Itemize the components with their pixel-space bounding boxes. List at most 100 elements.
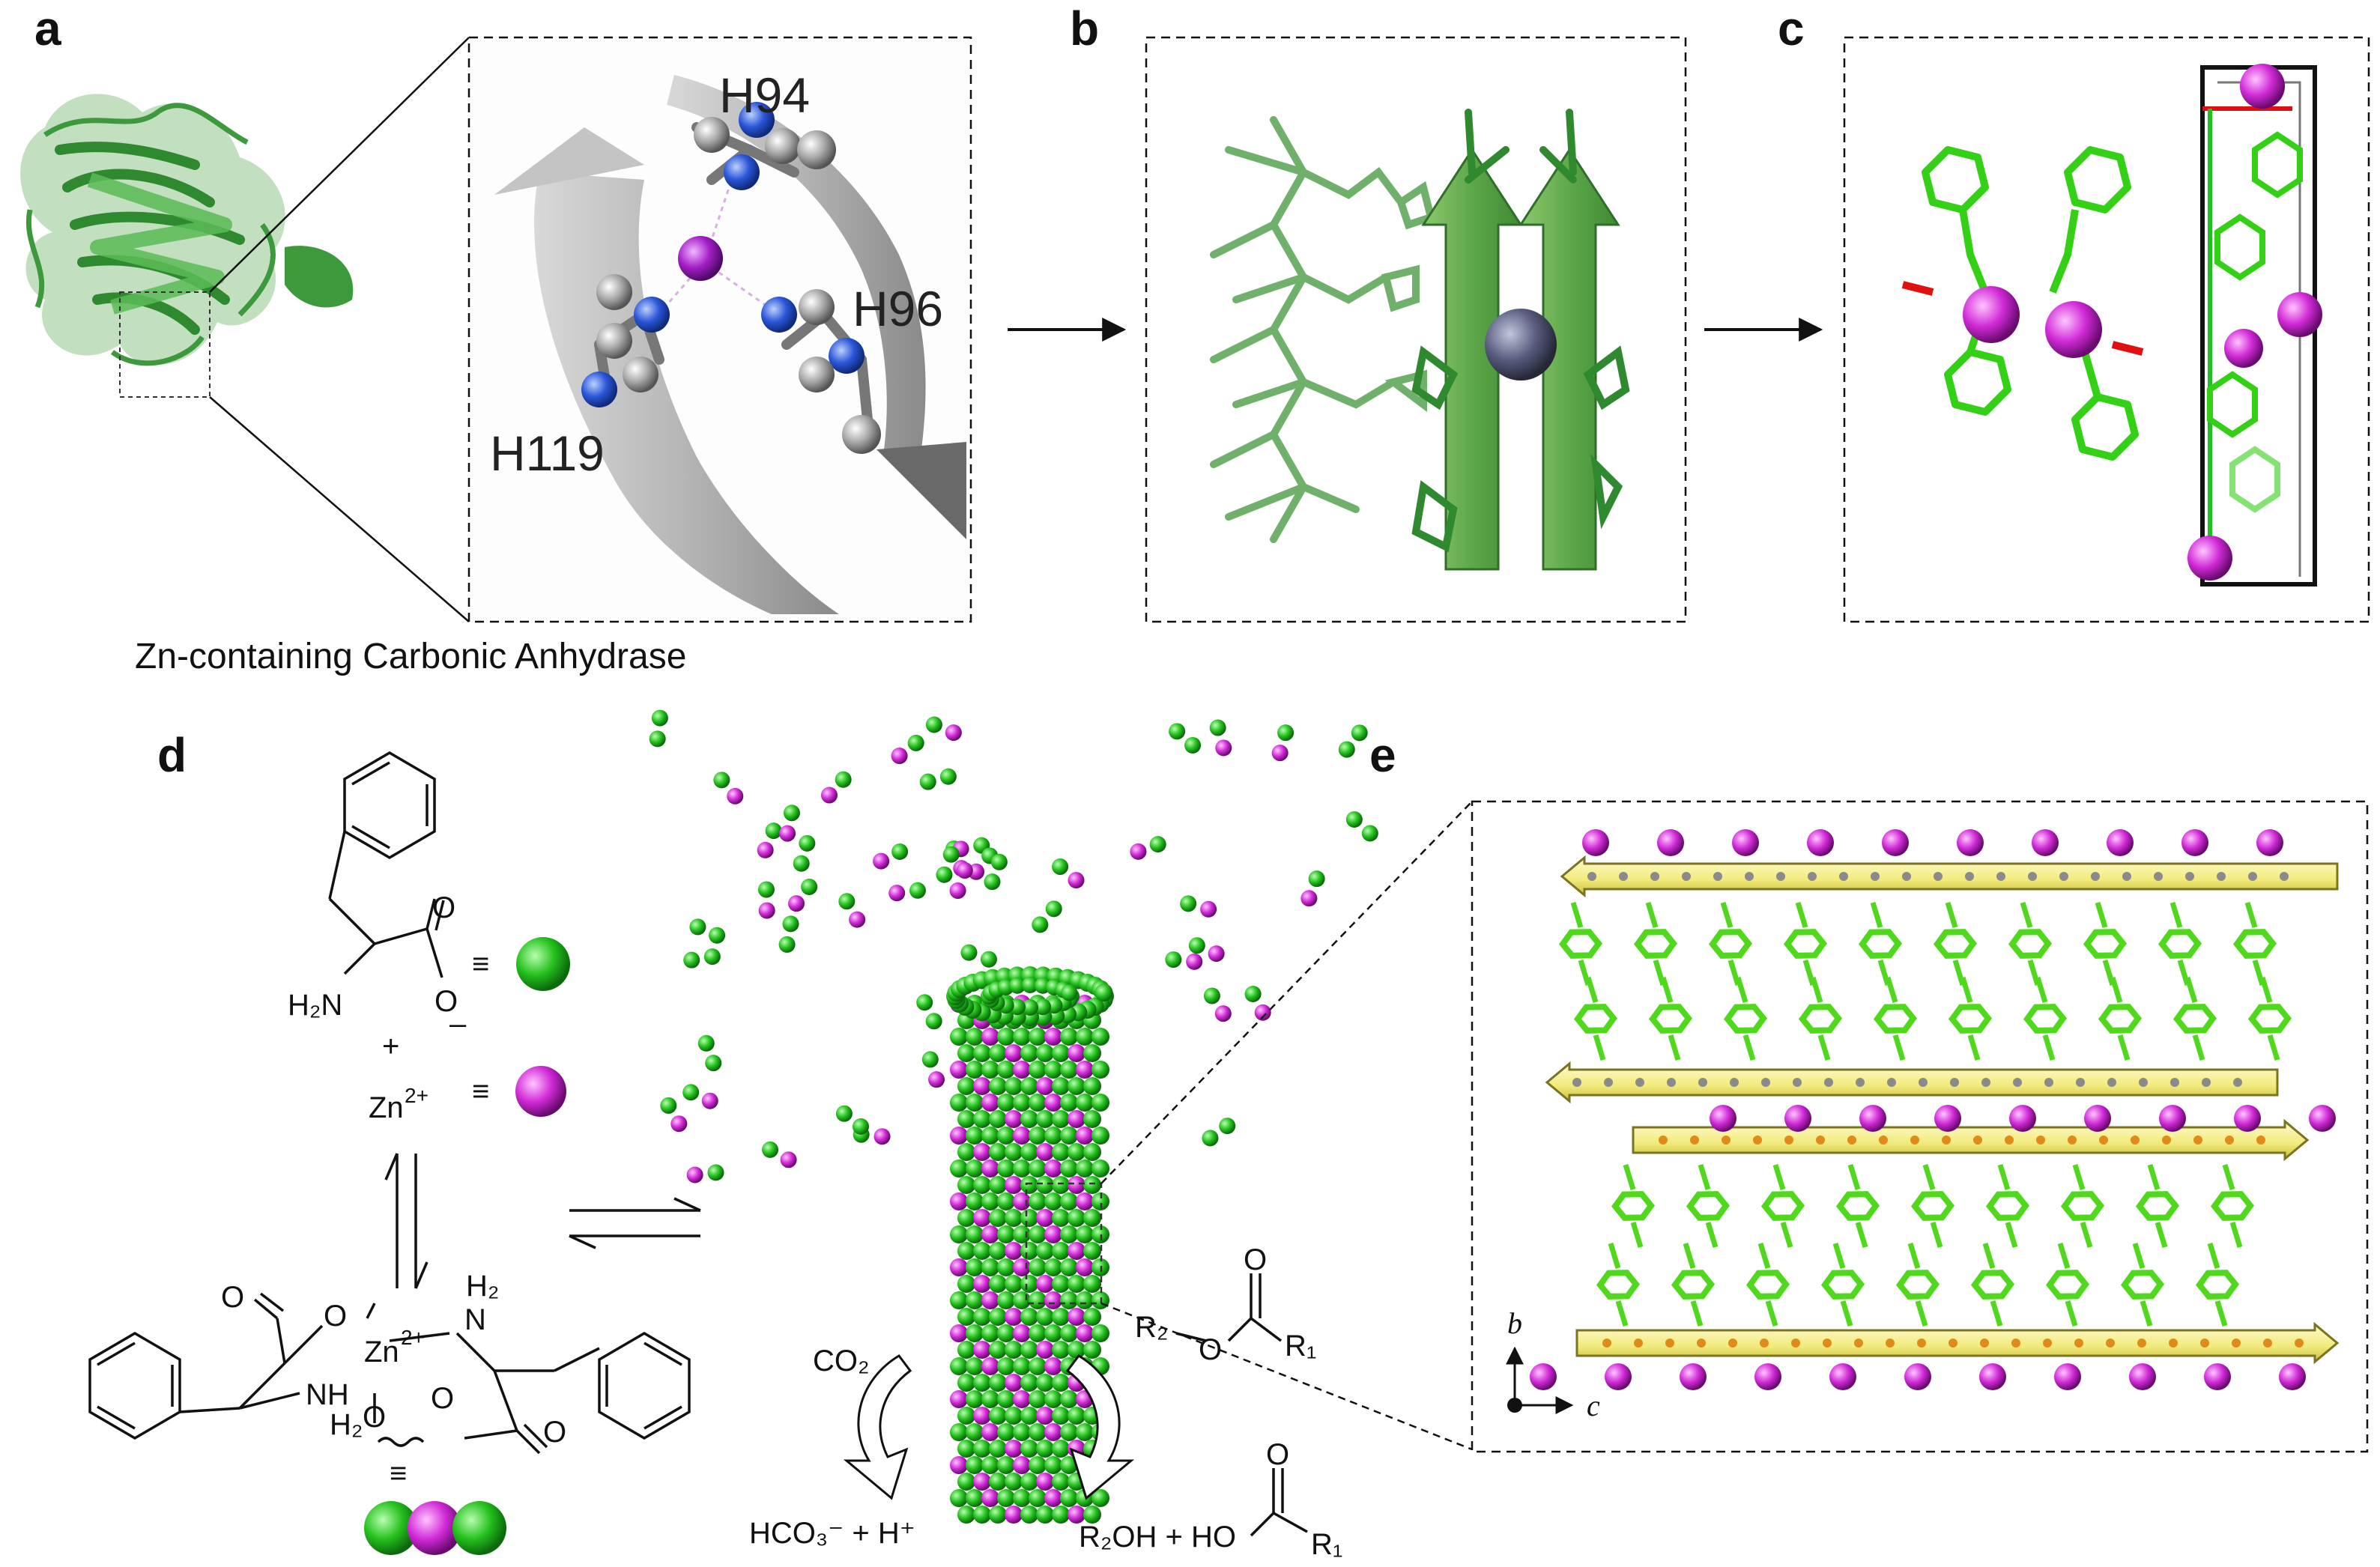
tube-phe-bead: [1029, 1423, 1047, 1441]
scatter-phe-bead: [1180, 895, 1197, 912]
tube-phe-bead: [1060, 1324, 1078, 1342]
tube-phe-bead: [1060, 1390, 1078, 1408]
phenyl-ring: [1783, 929, 1828, 959]
scatter-phe-bead: [799, 834, 816, 852]
backbone-atom: [1634, 1339, 1643, 1348]
tube-phe-bead: [997, 1291, 1015, 1309]
phe-carbonyl-o: O: [432, 891, 455, 924]
phenyl-ring: [1858, 929, 1903, 959]
backbone-atom: [1667, 1078, 1676, 1087]
complex-zn-label: Zn: [364, 1336, 399, 1369]
tube-phe-bead: [989, 1143, 1007, 1161]
tube-phe-bead: [1029, 1192, 1047, 1210]
side-chain-bond: [1915, 1300, 1928, 1327]
phenyl-ring: [2158, 929, 2202, 959]
phenyl-ring: [2083, 929, 2128, 959]
scatter-zn-bead: [701, 1092, 718, 1109]
tube-phe-bead: [997, 1127, 1015, 1145]
scatter-phe-bead: [651, 709, 668, 727]
panel-e-label: e: [1369, 728, 1396, 782]
scatter-phe-bead: [1188, 937, 1205, 954]
beta-strand-arrow: [1632, 1118, 2310, 1162]
tube-zn-bead: [1005, 1374, 1023, 1392]
backbone-atom: [1981, 1078, 1990, 1087]
tube-phe-bead: [1083, 1077, 1101, 1095]
tube-phe-bead: [1029, 1456, 1047, 1474]
tube-zn-bead: [1044, 1160, 1062, 1177]
tube-zn-bead: [1068, 1506, 1085, 1524]
tube-phe-bead: [989, 1506, 1007, 1524]
lattice-zinc: [1957, 829, 1984, 856]
tube-phe-bead: [1013, 1291, 1031, 1309]
scatter-zn-bead: [1214, 1005, 1232, 1022]
backbone-atom: [1776, 872, 1785, 881]
scatter-phe-bead: [707, 1164, 724, 1181]
complex-label-h2-bottom: H₂: [330, 1408, 363, 1441]
phenyl-ring: [1873, 1004, 1918, 1034]
side-chain-bond: [2020, 901, 2033, 929]
tube-zn-bead: [950, 1390, 968, 1408]
tube-phe-bead: [1020, 1341, 1038, 1359]
backbone-atom: [1823, 1339, 1832, 1348]
side-chain-bond: [2155, 1221, 2168, 1249]
complex-label-o2: O: [324, 1300, 347, 1333]
backbone-atom: [2169, 1339, 2178, 1348]
tube-phe-bead: [973, 1176, 991, 1194]
tube-zn-bead: [950, 1324, 968, 1342]
side-chain-bond: [1810, 976, 1823, 1004]
zoom-line-bottom: [1100, 1302, 1473, 1451]
tube-phe-bead: [957, 1407, 975, 1425]
tube-zn-bead: [1068, 1176, 1085, 1194]
tube-phe-bead: [1091, 1061, 1109, 1079]
tube-zn-bead: [1044, 1028, 1062, 1046]
tube-phe-bead: [966, 1357, 984, 1375]
backbone-atom: [1973, 1136, 1982, 1145]
phenyl-ring: [2172, 1004, 2217, 1034]
phenyl-ring: [1596, 1270, 1641, 1300]
phenylalanine-structure: [328, 751, 445, 978]
side-chain-bond: [1885, 976, 1898, 1004]
tube-phe-bead: [1060, 1423, 1078, 1441]
phenyl-ring: [2195, 1270, 2240, 1300]
tube-phe-bead: [1029, 1028, 1047, 1046]
backbone-atom: [1753, 1136, 1762, 1145]
scatter-phe-bead: [990, 853, 1008, 870]
scatter-phe-bead: [689, 918, 706, 936]
scatter-phe-bead: [765, 822, 782, 840]
tube-phe-bead: [1083, 1242, 1101, 1260]
side-chain-bond: [2184, 976, 2198, 1004]
backbone-atom: [2202, 1078, 2211, 1087]
backbone-atom: [1950, 1078, 1959, 1087]
tube-phe-bead: [1036, 1440, 1054, 1458]
backbone-atom: [2076, 1078, 2085, 1087]
scattered-building-blocks: [649, 709, 1378, 1183]
tube-zn-bead: [1005, 1242, 1023, 1260]
tube-phe-bead: [1091, 1094, 1109, 1112]
backbone-atom: [1910, 1136, 1919, 1145]
scatter-phe-bead: [1219, 1118, 1236, 1135]
side-chain-bond: [1847, 1163, 1861, 1191]
lattice-zinc: [1657, 829, 1684, 856]
scatter-zn-bead: [980, 951, 997, 968]
phenyl-ring: [1933, 929, 1978, 959]
tube-phe-bead: [981, 1192, 999, 1210]
tube-phe-bead: [1052, 1407, 1070, 1425]
tube-zn-bead: [950, 1258, 968, 1276]
tube-phe-bead: [1076, 1291, 1094, 1309]
tube-phe-bead: [973, 1506, 991, 1524]
bicarbonate-label: HCO₃⁻ + H⁺: [749, 1517, 915, 1550]
backbone-atom: [1887, 1078, 1896, 1087]
crystal-packing: [1530, 829, 2340, 1390]
zn-ion-charge: 2+: [405, 1084, 429, 1107]
backbone-atom: [2280, 872, 2289, 881]
scatter-zn-bead: [849, 911, 866, 928]
phenyl-ring: [1708, 929, 1753, 959]
scatter-phe-bead: [703, 948, 721, 966]
tube-phe-bead: [966, 1192, 984, 1210]
tube-phe-bead: [997, 1160, 1015, 1177]
tube-zn-bead: [1068, 1110, 1085, 1128]
phenyl-ring: [2098, 1004, 2143, 1034]
backbone-atom: [1602, 1339, 1611, 1348]
phenyl-ring: [2247, 1004, 2292, 1034]
tube-zn-bead: [973, 1209, 991, 1227]
